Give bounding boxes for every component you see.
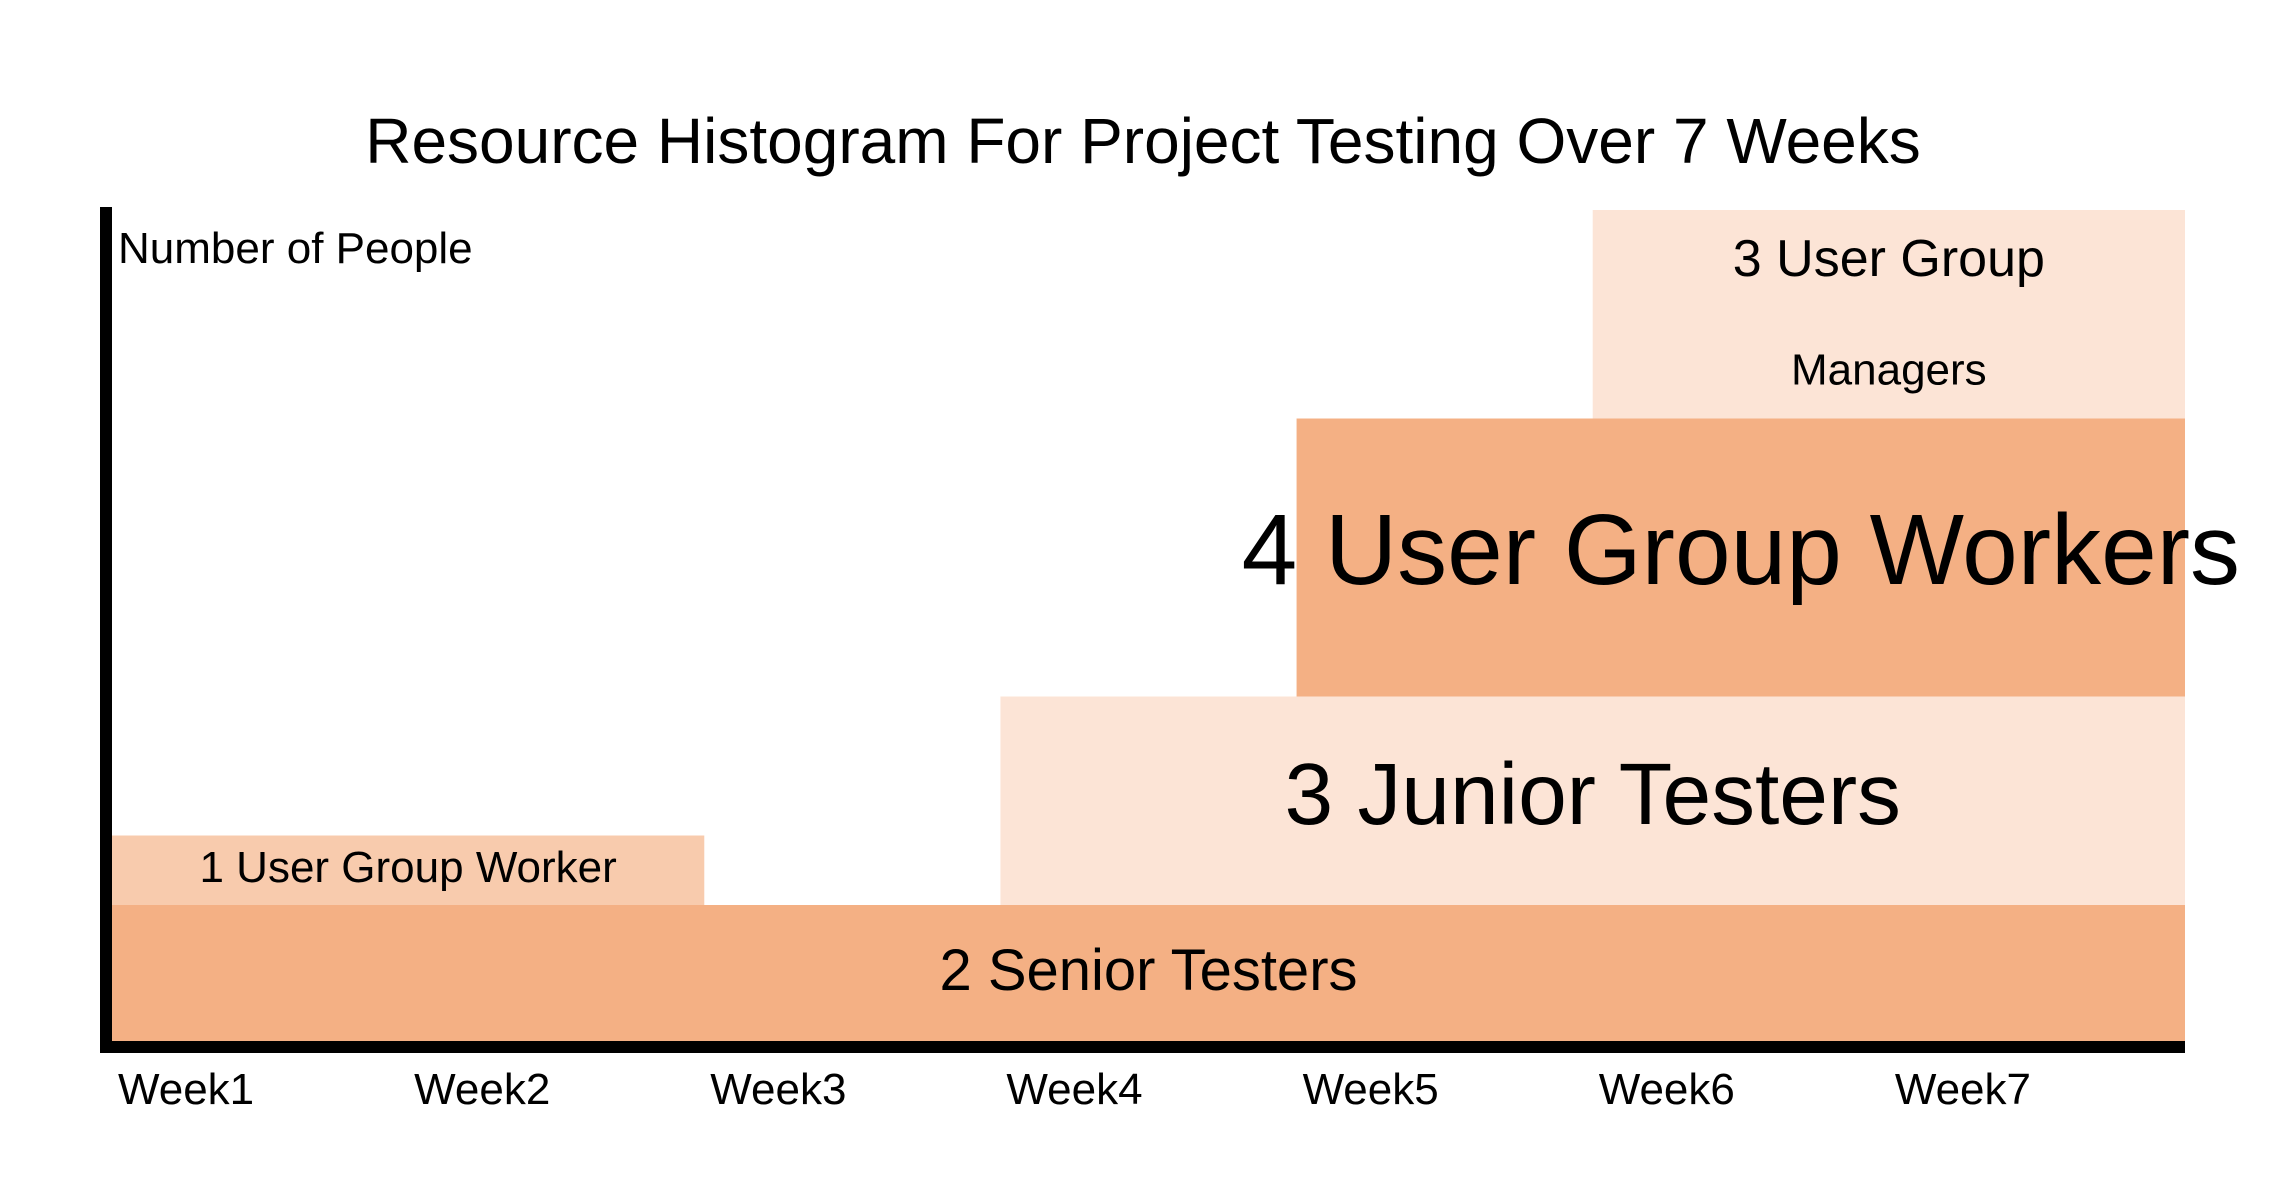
block-label-3-junior-testers: 3 Junior Testers — [1284, 745, 1901, 843]
x-tick-week1: Week1 — [118, 1065, 254, 1114]
resource-blocks: 2 Senior Testers 1 User Group Worker 3 Jun… — [112, 210, 2240, 1044]
block-label-2-senior-testers: 2 Senior Testers — [939, 938, 1357, 1003]
chart-axes — [100, 207, 2185, 1053]
block-4-user-group-workers — [1296, 418, 2185, 697]
block-3-junior-testers — [1000, 696, 2185, 905]
x-tick-week5: Week5 — [1303, 1065, 1439, 1114]
block-label-1-user-group-worker: 1 User Group Worker — [199, 843, 616, 892]
x-tick-week6: Week6 — [1599, 1065, 1735, 1114]
x-axis-ticks: Week1 Week2 Week3 Week4 Week5 Week6 Week7 — [118, 1065, 2031, 1114]
x-tick-week4: Week4 — [1006, 1065, 1142, 1114]
block-label-3-user-group-managers-line-1: 3 User Group — [1733, 230, 2045, 288]
x-tick-week2: Week2 — [414, 1065, 550, 1114]
y-axis-label: Number of People — [118, 224, 473, 273]
x-tick-week3: Week3 — [710, 1065, 846, 1114]
block-label-3-user-group-managers-line-2: Managers — [1791, 345, 1987, 394]
x-tick-week7: Week7 — [1895, 1065, 2031, 1114]
block-3-user-group-managers — [1592, 210, 2185, 419]
block-label-4-user-group-workers: 4 User Group Workers — [1242, 494, 2240, 606]
block-1-user-group-worker — [112, 835, 705, 905]
block-2-senior-testers — [112, 905, 2185, 1044]
chart-title: Resource Histogram For Project Testing O… — [365, 105, 1921, 177]
